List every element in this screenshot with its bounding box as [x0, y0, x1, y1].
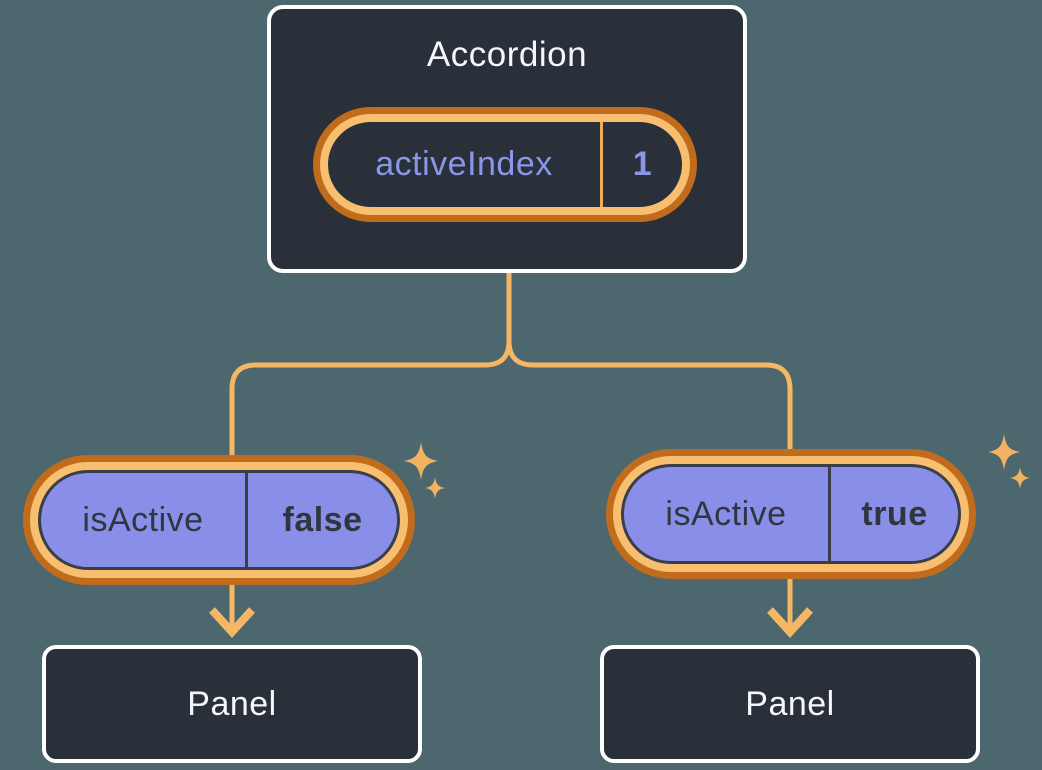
sparkle-icon [988, 434, 1030, 489]
prop-pill-divider [828, 467, 831, 561]
state-pill-activeindex: activeIndex 1 [313, 107, 697, 222]
panel-node-right: Panel [600, 645, 980, 763]
state-value: 1 [632, 145, 653, 183]
prop-pill-core: isActive false [38, 470, 400, 570]
sparkle-icon [404, 442, 445, 499]
accordion-node: Accordion activeIndex 1 [267, 5, 747, 273]
prop-label: isActive [82, 500, 204, 539]
state-pill-divider [600, 122, 603, 207]
panel-title: Panel [187, 684, 277, 723]
accordion-title: Accordion [426, 35, 588, 74]
prop-label: isActive [665, 494, 787, 533]
prop-value: false [282, 500, 363, 539]
prop-pill-divider [245, 473, 248, 567]
arrow-right-head-icon [767, 607, 813, 638]
prop-pill-ring: isActive false [30, 462, 408, 578]
arrow-left-head-icon [209, 607, 255, 638]
prop-value: true [861, 494, 928, 533]
connector-branch-right [506, 272, 793, 452]
prop-pill-isactive-true: isActive true [606, 449, 976, 579]
panel-title: Panel [745, 684, 835, 723]
state-label: activeIndex [375, 145, 553, 183]
state-pill-core: activeIndex 1 [328, 122, 682, 207]
panel-node-left: Panel [42, 645, 422, 763]
prop-pill-isactive-false: isActive false [23, 455, 415, 585]
connector-branch-left [229, 272, 512, 458]
state-pill-ring: activeIndex 1 [320, 114, 690, 215]
prop-pill-ring: isActive true [613, 456, 969, 572]
prop-pill-core: isActive true [621, 464, 961, 564]
